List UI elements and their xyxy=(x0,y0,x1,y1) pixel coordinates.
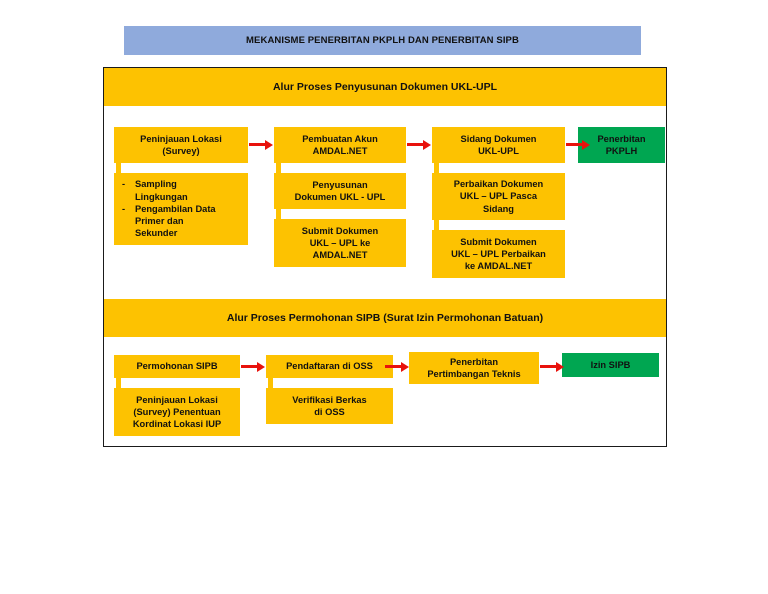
arrow-pendaftaran-to-pertimbangan xyxy=(385,361,409,372)
node-penyusunan-dokumen-ukl-upl[interactable]: Penyusunan Dokumen UKL - UPL xyxy=(274,173,406,209)
section-header-ukl-upl-text: Alur Proses Penyusunan Dokumen UKL-UPL xyxy=(272,81,498,93)
node-izin-sipb[interactable]: Izin SIPB xyxy=(562,353,659,377)
arrow-shaft xyxy=(249,142,265,147)
arrow-head-icon xyxy=(582,139,590,150)
connector-akun-down xyxy=(276,163,281,173)
node-label: Permohonan SIPB xyxy=(136,361,218,372)
flowchart-frame: Alur Proses Penyusunan Dokumen UKL-UPL P… xyxy=(103,67,667,447)
bullet-mark: - xyxy=(122,179,126,190)
arrow-shaft xyxy=(385,364,401,369)
connector-pendaftaran-down xyxy=(268,378,273,388)
node-peninjauan-lokasi-survey[interactable]: Peninjauan Lokasi (Survey) xyxy=(114,127,248,163)
node-label: Peninjauan Lokasi (Survey) xyxy=(140,133,222,156)
connector-survey-down xyxy=(116,163,121,173)
connector-permohonan-down xyxy=(116,378,121,388)
arrow-head-icon xyxy=(257,361,265,372)
node-sampling-pengambilan-data[interactable]: - Sampling Lingkungan - Pengambilan Data… xyxy=(114,173,248,245)
arrow-survey-to-akun xyxy=(249,139,273,150)
node-label: Pendaftaran di OSS xyxy=(286,361,373,372)
section-header-ukl-upl: Alur Proses Penyusunan Dokumen UKL-UPL xyxy=(104,68,666,106)
arrow-shaft xyxy=(241,364,257,369)
arrow-sidang-to-pkplh xyxy=(566,139,590,150)
node-pendaftaran-di-oss[interactable]: Pendaftaran di OSS xyxy=(266,355,393,378)
section-header-sipb-text: Alur Proses Permohonan SIPB (Surat Izin … xyxy=(226,312,544,324)
section-header-sipb: Alur Proses Permohonan SIPB (Surat Izin … xyxy=(104,299,666,337)
bullet-mark: - xyxy=(122,203,126,214)
node-sidang-dokumen-ukl-upl[interactable]: Sidang Dokumen UKL-UPL xyxy=(432,127,565,163)
node-bullet-list: - Sampling Lingkungan - Pengambilan Data… xyxy=(122,178,244,239)
arrow-head-icon xyxy=(556,361,564,372)
arrow-head-icon xyxy=(265,139,273,150)
connector-sidang-down xyxy=(434,163,439,173)
node-submit-dokumen-ukl-upl-ke-amdalnet[interactable]: Submit Dokumen UKL – UPL ke AMDAL.NET xyxy=(274,219,406,267)
node-pembuatan-akun-amdalnet[interactable]: Pembuatan Akun AMDAL.NET xyxy=(274,127,406,163)
node-label: Perbaikan Dokumen UKL – UPL Pasca Sidang xyxy=(453,179,544,214)
arrow-shaft xyxy=(407,142,423,147)
node-label: Peninjauan Lokasi (Survey) Penentuan Kor… xyxy=(132,394,222,430)
node-label: Submit Dokumen UKL – UPL Perbaikan ke AM… xyxy=(451,236,546,272)
arrow-permohonan-to-pendaftaran xyxy=(241,361,265,372)
diagram-title-banner: MEKANISME PENERBITAN PKPLH DAN PENERBITA… xyxy=(124,26,641,55)
node-label: Sidang Dokumen UKL-UPL xyxy=(460,133,537,156)
node-label: Penerbitan Pertimbangan Teknis xyxy=(427,356,521,379)
node-label: Izin SIPB xyxy=(590,359,631,370)
node-label: Pembuatan Akun AMDAL.NET xyxy=(302,133,378,156)
arrow-head-icon xyxy=(401,361,409,372)
node-perbaikan-dokumen-pasca-sidang[interactable]: Perbaikan Dokumen UKL – UPL Pasca Sidang xyxy=(432,173,565,220)
arrow-shaft xyxy=(540,364,556,369)
arrow-shaft xyxy=(566,142,582,147)
diagram-title-text: MEKANISME PENERBITAN PKPLH DAN PENERBITA… xyxy=(246,35,519,46)
bullet-text: Sampling Lingkungan xyxy=(135,179,188,202)
node-label: Submit Dokumen UKL – UPL ke AMDAL.NET xyxy=(301,225,379,261)
bullet-text: Pengambilan Data Primer dan Sekunder xyxy=(135,203,216,239)
bullet-item: - Pengambilan Data Primer dan Sekunder xyxy=(122,203,244,240)
node-verifikasi-berkas-di-oss[interactable]: Verifikasi Berkas di OSS xyxy=(266,388,393,424)
arrow-pertimbangan-to-izin-sipb xyxy=(540,361,564,372)
node-submit-dokumen-perbaikan-ke-amdalnet[interactable]: Submit Dokumen UKL – UPL Perbaikan ke AM… xyxy=(432,230,565,278)
node-permohonan-sipb[interactable]: Permohonan SIPB xyxy=(114,355,240,378)
node-penerbitan-pkplh[interactable]: Penerbitan PKPLH xyxy=(578,127,665,163)
connector-perbaikan-down xyxy=(434,220,439,230)
node-label: Penerbitan PKPLH xyxy=(597,133,646,156)
arrow-akun-to-sidang xyxy=(407,139,431,150)
arrow-head-icon xyxy=(423,139,431,150)
bullet-item: - Sampling Lingkungan xyxy=(122,178,244,203)
node-label: Verifikasi Berkas di OSS xyxy=(292,394,367,417)
node-penerbitan-pertimbangan-teknis[interactable]: Penerbitan Pertimbangan Teknis xyxy=(409,352,539,384)
node-peninjauan-lokasi-kordinat-iup[interactable]: Peninjauan Lokasi (Survey) Penentuan Kor… xyxy=(114,388,240,436)
connector-penyusunan-down xyxy=(276,209,281,219)
node-label: Penyusunan Dokumen UKL - UPL xyxy=(294,179,386,202)
